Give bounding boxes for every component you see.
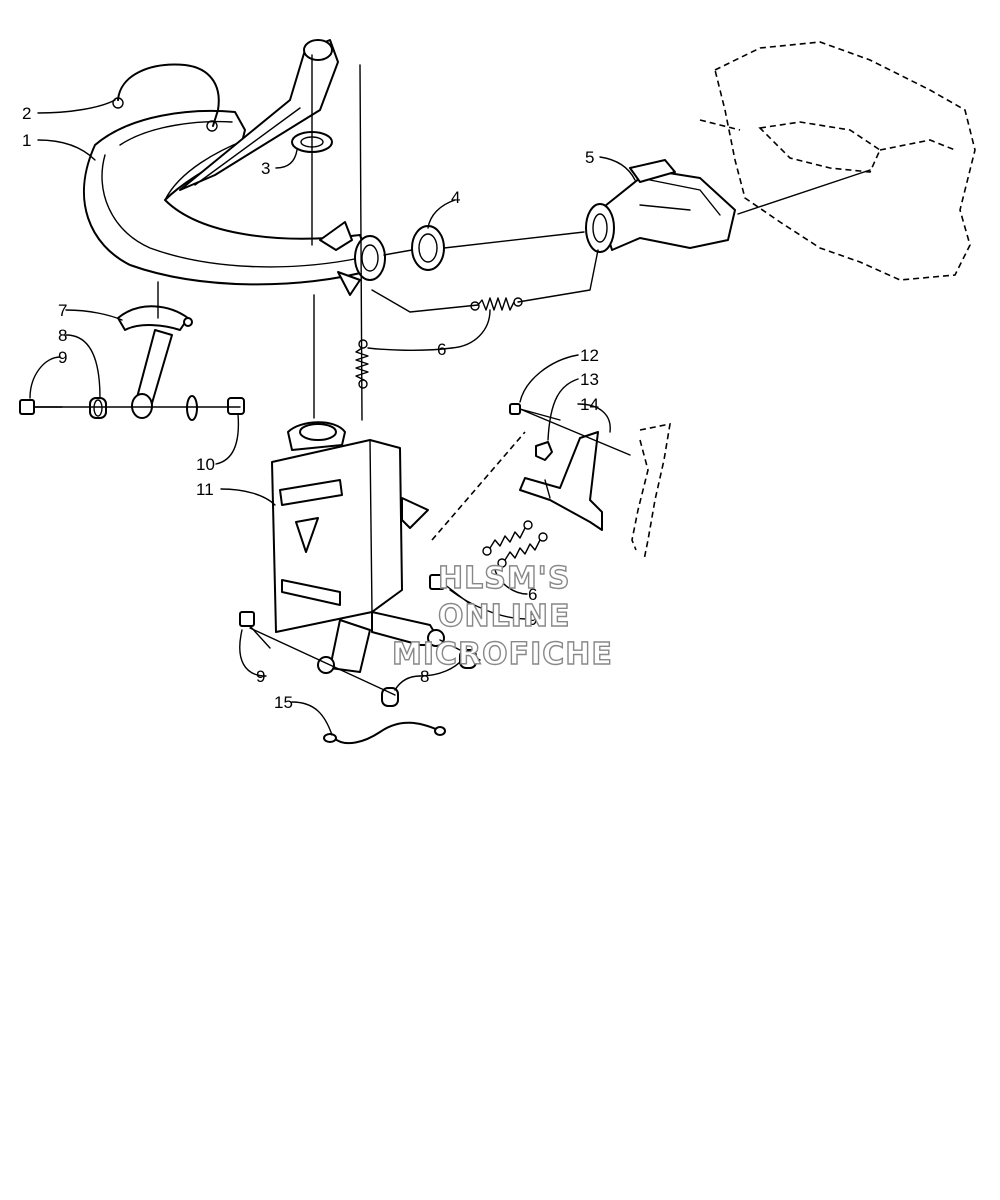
callout-1: 1 xyxy=(22,131,31,150)
callout-6-lower: 6 xyxy=(528,585,537,604)
callout-8-lower: 8 xyxy=(420,667,429,686)
callout-11: 11 xyxy=(196,480,214,499)
mount-bracket xyxy=(117,305,193,419)
spring-upper xyxy=(470,297,523,311)
watermark: HLSM'S ONLINE MICROFICHE xyxy=(391,560,613,672)
grommet-left xyxy=(89,397,107,419)
callout-14: 14 xyxy=(580,395,599,414)
bracket-bolt xyxy=(509,403,561,421)
callout-6-upper: 6 xyxy=(437,340,446,359)
grommet-right xyxy=(459,649,477,669)
watermark-line-1: HLSM'S xyxy=(438,561,570,596)
grommet-lower xyxy=(381,687,399,707)
callout-2: 2 xyxy=(22,104,31,123)
callout-9-left: 9 xyxy=(58,348,67,367)
bracket-clip xyxy=(535,441,553,461)
washer xyxy=(186,395,198,421)
bolt-right xyxy=(429,574,471,605)
callout-4: 4 xyxy=(451,188,460,207)
expansion-chamber xyxy=(82,39,386,296)
callout-5: 5 xyxy=(585,148,594,167)
callout-12: 12 xyxy=(580,346,599,365)
callout-10: 10 xyxy=(196,455,215,474)
callouts: 1 2 3 4 5 6 6 7 8 8 9 9 9 10 11 12 13 14… xyxy=(22,104,599,712)
callout-13: 13 xyxy=(580,370,599,389)
exhaust-manifold xyxy=(585,159,736,253)
muffler xyxy=(271,421,445,674)
assembly-lines xyxy=(33,54,871,696)
seal-ring xyxy=(411,225,445,271)
engine-outline xyxy=(699,41,976,281)
spring-middle xyxy=(355,339,369,389)
watermark-line-2: ONLINE xyxy=(438,599,571,634)
callout-7: 7 xyxy=(58,301,67,320)
frame-outline xyxy=(631,422,671,561)
nut xyxy=(227,397,245,415)
spring-hook-wire xyxy=(112,63,220,132)
callout-15: 15 xyxy=(274,693,293,712)
watermark-line-3: MICROFICHE xyxy=(392,637,613,672)
callout-3: 3 xyxy=(261,159,270,178)
sensor-cable xyxy=(323,721,446,745)
callout-9-lower: 9 xyxy=(256,667,265,686)
support-bracket xyxy=(519,431,603,531)
callout-8-left: 8 xyxy=(58,326,67,345)
springs-lower xyxy=(482,520,548,568)
callout-9-right: 9 xyxy=(528,610,537,629)
leader-lines xyxy=(29,99,636,736)
